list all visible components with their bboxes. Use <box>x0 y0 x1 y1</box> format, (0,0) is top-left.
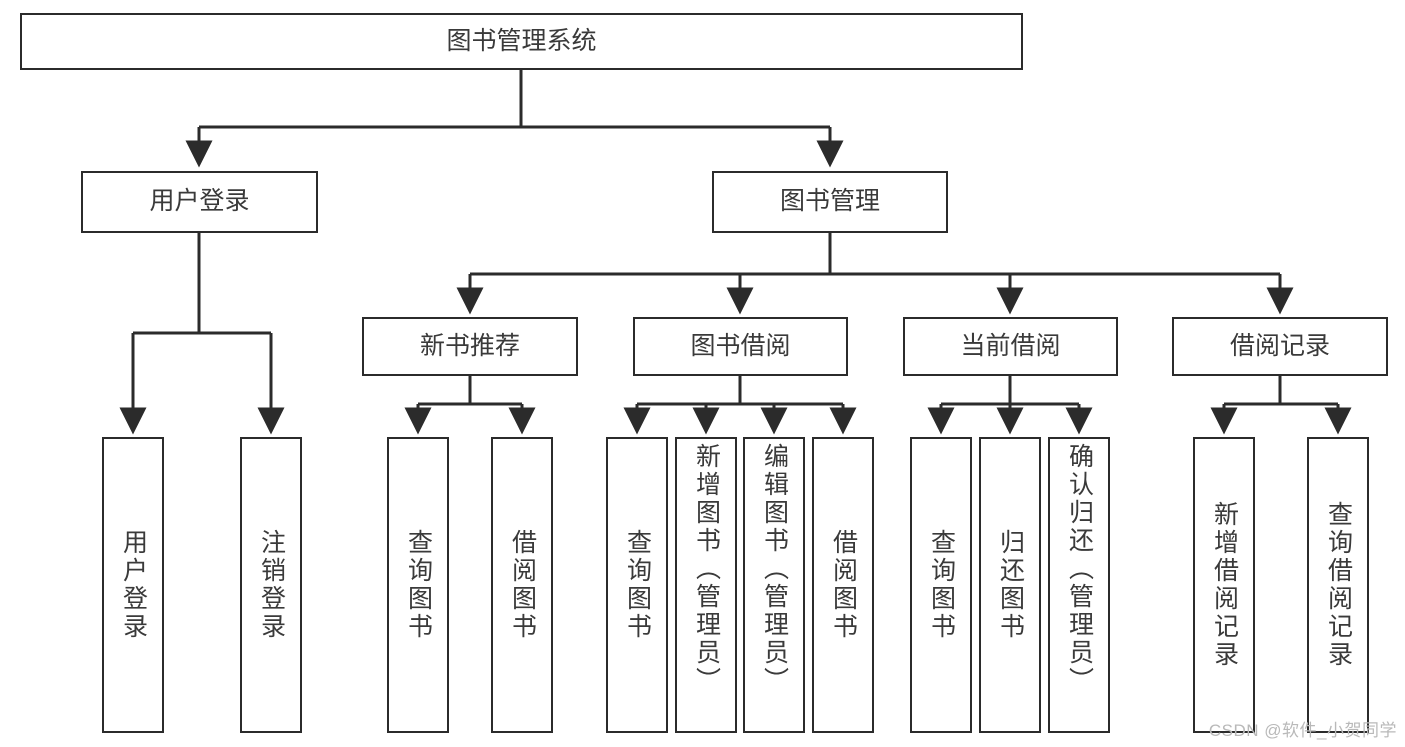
leaf-return-book-label: 归还图书 <box>996 529 1025 641</box>
leaf-query-borrow-record[interactable]: 查询借阅记录 <box>1307 437 1369 733</box>
node-book-management[interactable]: 图书管理 <box>712 171 948 233</box>
leaf-user-login-label: 用户登录 <box>119 529 148 641</box>
leaf-query-book-2[interactable]: 查询图书 <box>606 437 668 733</box>
leaf-user-login[interactable]: 用户登录 <box>102 437 164 733</box>
node-book-management-label: 图书管理 <box>779 187 880 216</box>
leaf-add-borrow-record-label: 新增借阅记录 <box>1210 501 1239 669</box>
leaf-borrow-book-1[interactable]: 借阅图书 <box>491 437 553 733</box>
node-new-book-recommend-label: 新书推荐 <box>419 331 520 360</box>
leaf-add-book-label: 新增图书（管理员） <box>692 443 721 695</box>
leaf-query-book-3[interactable]: 查询图书 <box>910 437 972 733</box>
leaf-query-book-1[interactable]: 查询图书 <box>387 437 449 733</box>
leaf-edit-book-label: 编辑图书（管理员） <box>760 443 789 695</box>
leaf-add-borrow-record[interactable]: 新增借阅记录 <box>1193 437 1255 733</box>
leaf-query-book-1-label: 查询图书 <box>404 529 433 641</box>
leaf-confirm-return-label: 确认归还（管理员） <box>1065 443 1094 695</box>
leaf-confirm-return[interactable]: 确认归还（管理员） <box>1048 437 1110 733</box>
node-user-login-label: 用户登录 <box>149 187 250 216</box>
node-book-borrow[interactable]: 图书借阅 <box>633 317 848 376</box>
leaf-query-borrow-record-label: 查询借阅记录 <box>1324 501 1353 669</box>
leaf-logout-login-label: 注销登录 <box>257 529 286 641</box>
leaf-borrow-book-2[interactable]: 借阅图书 <box>812 437 874 733</box>
node-current-borrow[interactable]: 当前借阅 <box>903 317 1118 376</box>
leaf-return-book[interactable]: 归还图书 <box>979 437 1041 733</box>
node-borrow-record-label: 借阅记录 <box>1229 331 1330 360</box>
leaf-edit-book[interactable]: 编辑图书（管理员） <box>743 437 805 733</box>
leaf-logout-login[interactable]: 注销登录 <box>240 437 302 733</box>
leaf-add-book[interactable]: 新增图书（管理员） <box>675 437 737 733</box>
node-new-book-recommend[interactable]: 新书推荐 <box>362 317 578 376</box>
node-user-login[interactable]: 用户登录 <box>81 171 318 233</box>
node-current-borrow-label: 当前借阅 <box>960 331 1061 360</box>
node-root-label: 图书管理系统 <box>446 26 597 55</box>
node-borrow-record[interactable]: 借阅记录 <box>1172 317 1388 376</box>
leaf-borrow-book-1-label: 借阅图书 <box>508 529 537 641</box>
leaf-query-book-3-label: 查询图书 <box>927 529 956 641</box>
node-book-borrow-label: 图书借阅 <box>690 331 791 360</box>
node-root[interactable]: 图书管理系统 <box>20 13 1023 70</box>
leaf-query-book-2-label: 查询图书 <box>623 529 652 641</box>
leaf-borrow-book-2-label: 借阅图书 <box>829 529 858 641</box>
